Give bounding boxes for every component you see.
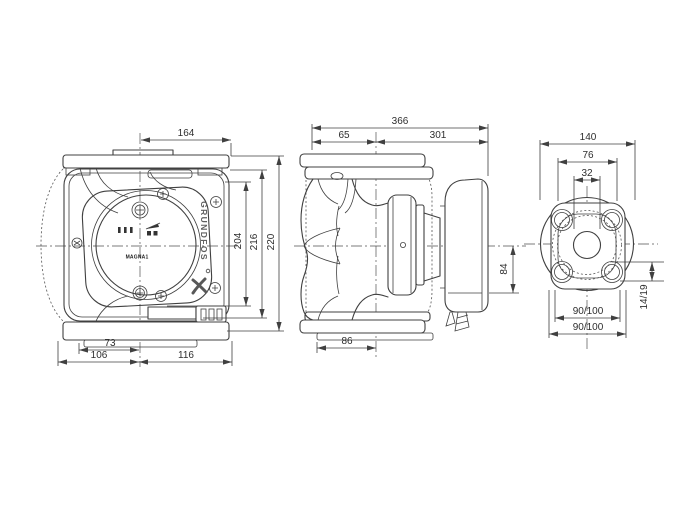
- gasket-circle-hidden: [557, 215, 617, 275]
- screw-icon-bottom: [132, 285, 148, 301]
- dim-flange-bolt-spacing-lower: 90/100: [548, 290, 627, 338]
- control-box: [444, 178, 489, 313]
- bolt-holes: [551, 209, 623, 283]
- flange-outer-circle: [539, 196, 635, 292]
- top-flange-step: [112, 149, 174, 156]
- side-top-flange-lip: [304, 166, 434, 180]
- pump-body-outline: [63, 168, 230, 322]
- dim-label: 84: [499, 263, 510, 275]
- dim-label: 86: [341, 336, 353, 347]
- dim-label: 14/19: [639, 284, 650, 309]
- brand-label: GRUNDFOS: [199, 201, 209, 261]
- bottom-flange-step: [83, 339, 198, 348]
- dim-front-base-left: 106: [57, 341, 139, 366]
- dim-flange-bolt-spacing-upper: 90/100: [554, 290, 621, 322]
- top-flange-boss-right: [197, 167, 223, 176]
- front-view: MAGNA1 GRUNDFOS 164 204: [36, 128, 284, 367]
- dim-flange-outer: 140: [539, 132, 636, 200]
- screw-icon-left: [71, 237, 83, 249]
- top-flange-tab: [147, 169, 193, 179]
- flow-passage-outline: [557, 213, 617, 279]
- screw-icon-corner-4: [209, 282, 221, 294]
- stator-housing: [387, 194, 446, 296]
- side-top-flange: [299, 153, 426, 168]
- dim-label: 73: [104, 338, 116, 349]
- led-display-bars-icon: [118, 227, 133, 233]
- dim-label: 106: [91, 350, 108, 361]
- dim-front-height-216: 216: [203, 169, 267, 319]
- face-circle: [95, 194, 197, 296]
- dim-label: 90/100: [573, 306, 604, 317]
- bottom-flange: [62, 321, 230, 341]
- dim-label: 90/100: [573, 322, 604, 333]
- dim-side-length-overall: 366: [311, 116, 489, 176]
- dim-side-box-height: 84: [489, 246, 519, 294]
- bottom-tab: [147, 306, 197, 320]
- dim-label: 204: [233, 232, 244, 249]
- flange-view: 140 76 32 90/100 90/100 14/19: [524, 132, 664, 350]
- dim-label: 32: [581, 168, 593, 179]
- side-bottom-step: [316, 332, 434, 341]
- side-view: 366 65 301 84 86: [294, 116, 526, 358]
- model-label: MAGNA1: [126, 254, 149, 260]
- dim-label: 301: [430, 130, 447, 141]
- volute-curve-1: [95, 167, 129, 198]
- dim-flange-bolt-hole: 14/19: [612, 261, 664, 310]
- dim-front-base-right: 116: [139, 341, 233, 366]
- pump-body-inner-line: [68, 172, 225, 318]
- stator-plug: [399, 241, 406, 248]
- dim-label: 366: [392, 116, 409, 127]
- dim-label: 220: [266, 233, 277, 250]
- dim-label: 140: [580, 132, 597, 143]
- dim-side-base-width: 86: [316, 336, 376, 353]
- bore-circle: [572, 230, 602, 260]
- volute-profile: [300, 178, 389, 321]
- screw-icon-corner-1: [157, 188, 169, 200]
- dim-front-height-220: 220: [227, 155, 284, 332]
- screw-icon-corner-3: [155, 290, 167, 302]
- dim-label: 116: [178, 350, 194, 361]
- front-insulation-outline: [40, 168, 64, 322]
- dim-label: 216: [249, 233, 260, 250]
- dim-side-length-rear: 301: [376, 130, 488, 145]
- top-flange: [62, 154, 230, 169]
- dim-front-flange-width: 164: [141, 128, 232, 156]
- needle-indicator-icon: [145, 222, 161, 230]
- dim-label: 164: [178, 128, 195, 139]
- grundfos-x-logo: [191, 268, 211, 295]
- volute-curve-3: [149, 171, 177, 191]
- screw-icon-corner-2: [210, 196, 222, 208]
- dim-front-base-offset: 73: [78, 338, 139, 354]
- side-bottom-flange: [299, 319, 426, 334]
- dim-label: 76: [582, 150, 594, 161]
- cable-gland: [445, 311, 470, 332]
- terminal-connector: [195, 305, 227, 323]
- mode-blocks-icon: [147, 231, 158, 236]
- dim-side-length-front: 65: [312, 130, 376, 145]
- dim-flange-head-width: 76: [557, 150, 618, 201]
- face-rim-circle: [91, 190, 201, 300]
- top-flange-boss-left: [65, 167, 91, 176]
- dim-flange-bore: 32: [573, 168, 601, 229]
- vent-plug: [330, 172, 344, 180]
- bolt-circle-hidden: [552, 210, 622, 280]
- dim-front-height-204: 204: [167, 181, 251, 307]
- control-face-plate: [81, 186, 213, 308]
- volute-curve-4: [95, 295, 129, 322]
- screw-icon-top: [131, 201, 149, 219]
- dim-label: 65: [338, 130, 350, 141]
